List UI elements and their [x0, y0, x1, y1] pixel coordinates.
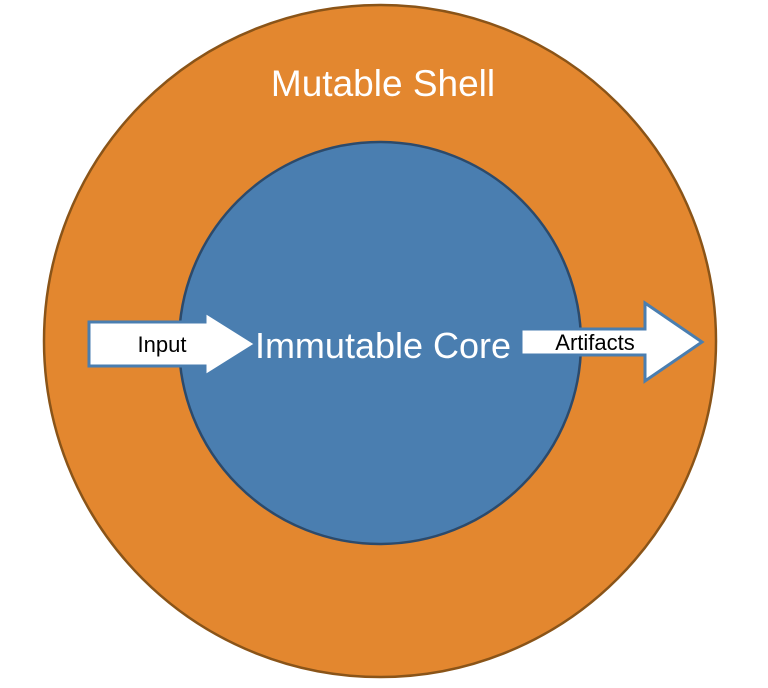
input-arrow: Input: [87, 309, 259, 379]
mutable-shell-label: Mutable Shell: [271, 63, 495, 104]
artifacts-arrow: Artifacts: [519, 300, 705, 384]
input-arrow-label: Input: [138, 332, 187, 357]
input-arrow-shape: [87, 309, 259, 379]
artifacts-arrow-shape: [519, 300, 705, 384]
immutable-core-label: Immutable Core: [255, 325, 511, 366]
artifacts-arrow-label: Artifacts: [555, 330, 634, 355]
